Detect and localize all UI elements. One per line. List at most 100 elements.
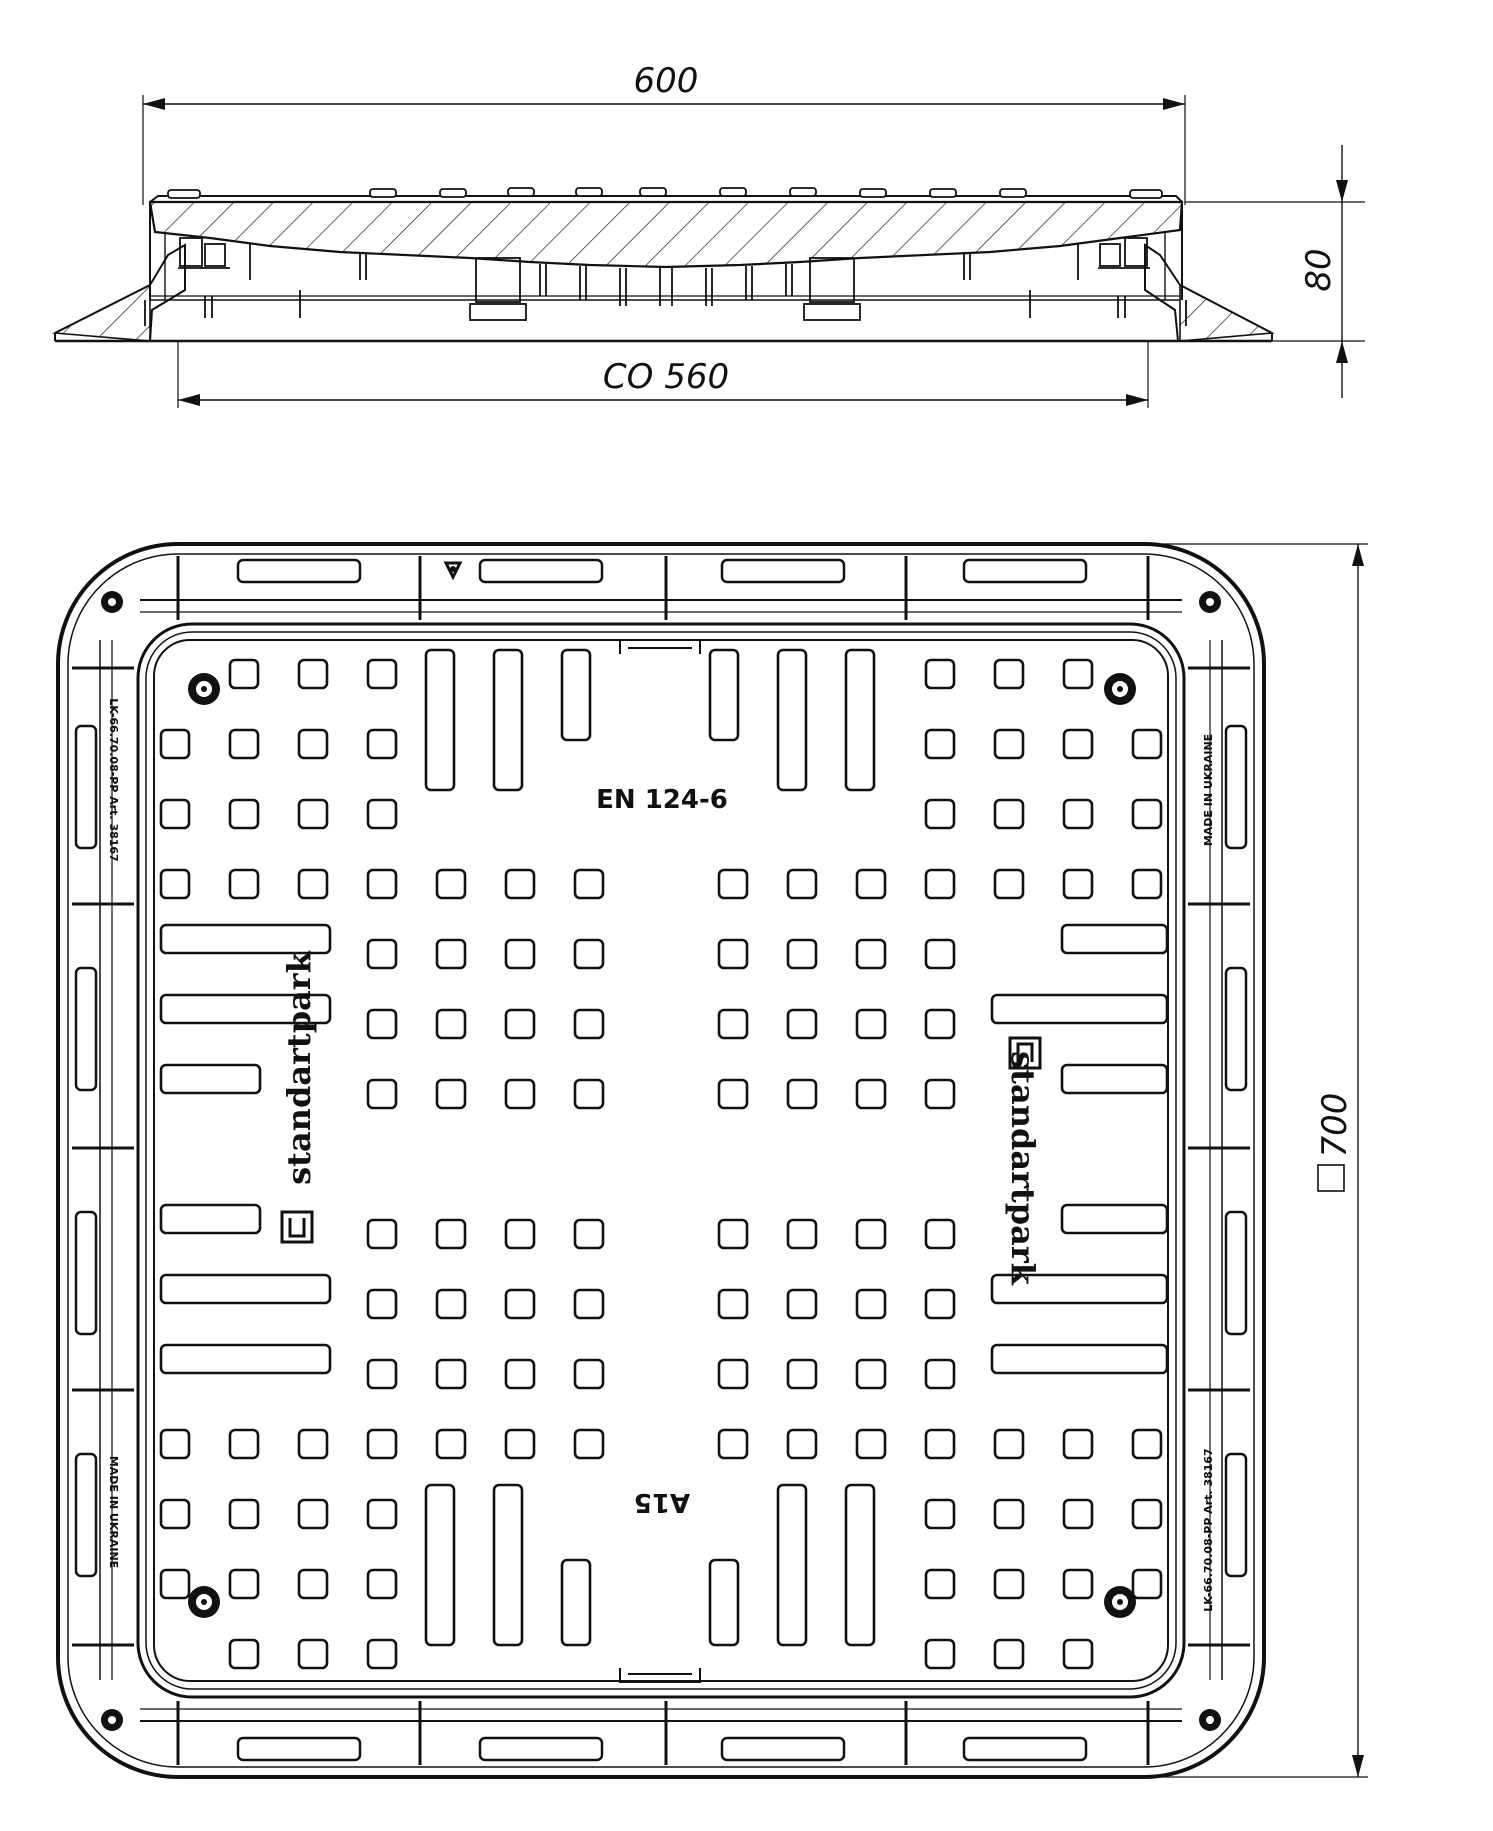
cover-stud: [993, 798, 1025, 830]
standard-mark: EN 124-6: [596, 785, 728, 815]
cover-stud: [435, 938, 467, 970]
cover-stud: [1062, 1428, 1094, 1460]
cover-stud: [717, 1008, 749, 1040]
cover-stud: [366, 798, 398, 830]
cover-stud: [504, 1288, 536, 1320]
left-lock-detail: [178, 237, 251, 280]
cover-stud: [228, 728, 260, 760]
cover-bar-horizontal: [990, 1273, 1169, 1305]
dim-label-80: 80: [1299, 248, 1339, 291]
cover-stud: [573, 1288, 605, 1320]
cover-stud: [297, 728, 329, 760]
cover-stud: [924, 868, 956, 900]
cover-stud: [228, 868, 260, 900]
cover-stud: [786, 868, 818, 900]
cover-bar-horizontal: [1060, 1063, 1169, 1095]
cover-stud: [366, 658, 398, 690]
cover-stud: [1062, 1568, 1094, 1600]
cover-stud: [435, 1358, 467, 1390]
cover-stud: [1062, 798, 1094, 830]
cover-bar-vertical: [844, 648, 876, 792]
cover-stud: [228, 1638, 260, 1670]
cover-stud: [1131, 1428, 1163, 1460]
cover-stud: [924, 1288, 956, 1320]
cover-stud: [717, 1358, 749, 1390]
cover-stud: [504, 1008, 536, 1040]
cover-stud: [855, 938, 887, 970]
top-ribs: [167, 187, 1163, 199]
cover-stud: [573, 1008, 605, 1040]
cover-bar-vertical: [560, 1558, 592, 1647]
bolt-icon: [1104, 1586, 1136, 1618]
cover-bar-horizontal: [159, 1273, 332, 1305]
cover-stud: [228, 1428, 260, 1460]
cover-stud: [924, 1358, 956, 1390]
cover-stud: [717, 938, 749, 970]
cover-stud: [855, 1428, 887, 1460]
cover-stud: [435, 1218, 467, 1250]
frame-text-right-top: MADE IN UKRAINE: [1202, 734, 1215, 846]
plan-view: 700: [56, 542, 1368, 1779]
right-lock-detail: [1077, 237, 1150, 280]
cover-stud: [366, 1498, 398, 1530]
bolt-icon: [1104, 673, 1136, 705]
cover-stud: [573, 1358, 605, 1390]
cover-stud: [993, 868, 1025, 900]
cover-stud: [786, 1008, 818, 1040]
cover-bar-horizontal: [159, 1063, 262, 1095]
brand-left: standartpark: [280, 950, 318, 1244]
lift-notches: [619, 639, 701, 1683]
cover-stud: [924, 1498, 956, 1530]
cover-stud: [504, 938, 536, 970]
cover-stud: [924, 1428, 956, 1460]
bolt-icon: [188, 1586, 220, 1618]
cover-stud: [159, 1498, 191, 1530]
cover-stud: [573, 1428, 605, 1460]
cover-stud: [855, 1008, 887, 1040]
cover-stud: [366, 1428, 398, 1460]
cover-stud: [1062, 1498, 1094, 1530]
cover-stud: [504, 1428, 536, 1460]
cover-stud: [366, 868, 398, 900]
cover-stud: [228, 798, 260, 830]
cover-stud: [297, 1498, 329, 1530]
cover-stud: [573, 868, 605, 900]
recycle-icon: [443, 561, 463, 581]
cover-stud: [228, 1498, 260, 1530]
frame-text-left-bottom: MADE IN UKRAINE: [107, 1456, 120, 1568]
cover-stud: [1062, 658, 1094, 690]
brand-left-text: standartpark: [280, 950, 318, 1185]
cover-stud: [366, 1288, 398, 1320]
cover-stud: [297, 868, 329, 900]
cover-bar-horizontal: [1060, 1203, 1169, 1235]
cover-bar-vertical: [424, 648, 456, 792]
cover-stud: [855, 1078, 887, 1110]
cover-stud: [228, 1568, 260, 1600]
cover-stud: [993, 1428, 1025, 1460]
cover-stud: [1131, 1568, 1163, 1600]
cover-bar-vertical: [776, 1483, 808, 1647]
cover-stud: [504, 1358, 536, 1390]
cover-stud: [297, 658, 329, 690]
cover-stud: [1131, 728, 1163, 760]
dimension-co560: CO 560: [177, 341, 1149, 408]
cover-stud: [573, 1078, 605, 1110]
cover-stud: [993, 1498, 1025, 1530]
cover-stud: [924, 938, 956, 970]
bolt-icon: [101, 591, 123, 613]
square-symbol: [1317, 1164, 1345, 1192]
cover-stud: [366, 1008, 398, 1040]
cover-stud: [435, 1428, 467, 1460]
cover-bar-horizontal: [990, 993, 1169, 1025]
cover-bar-vertical: [424, 1483, 456, 1647]
cover-bar-horizontal: [159, 1343, 332, 1375]
cover-stud: [786, 938, 818, 970]
cover-stud: [786, 1288, 818, 1320]
brand-logo-icon: [280, 1210, 314, 1244]
cover-stud: [159, 728, 191, 760]
cover-stud: [366, 1078, 398, 1110]
section-view: 600 80: [52, 61, 1365, 408]
cover-stud: [924, 1078, 956, 1110]
brand-logo-icon: [1008, 1036, 1042, 1070]
cover-stud: [717, 1288, 749, 1320]
